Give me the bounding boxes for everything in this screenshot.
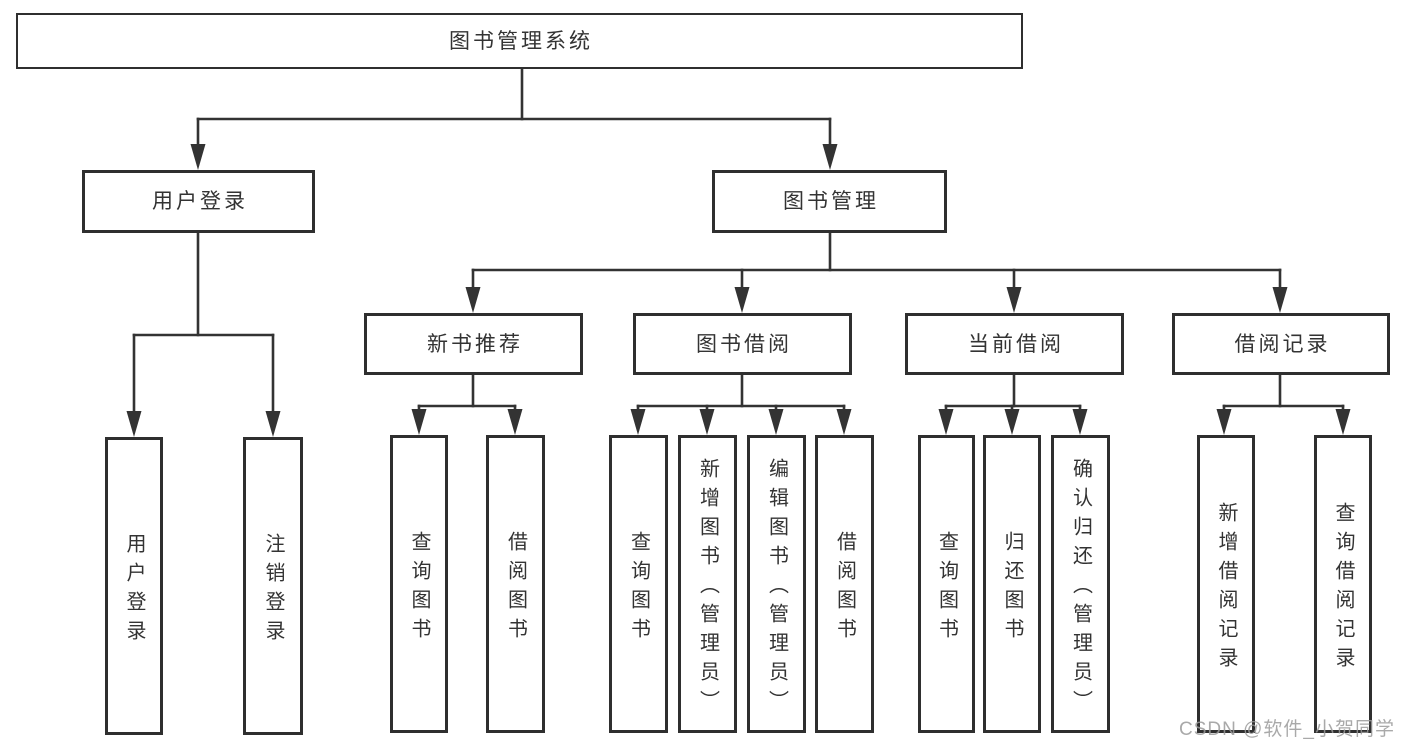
node-label: 归还图书 [1001,530,1023,647]
leaf-borrow-books-recommend: 借阅图书 [486,435,545,733]
node-label: 用户登录 [123,532,145,649]
leaf-query-borrow-record: 查询借阅记录 [1314,435,1372,733]
node-label: 图书管理 [783,190,879,213]
node-label: 查询图书 [408,530,430,647]
leaf-user-login: 用户登录 [105,437,163,735]
node-label: 图书管理系统 [449,29,593,53]
leaf-add-books-admin: 新增图书（管理员） [678,435,737,733]
leaf-edit-books-admin: 编辑图书（管理员） [747,435,806,733]
node-label: 确认归还（管理员） [1069,458,1092,719]
leaf-add-borrow-record: 新增借阅记录 [1197,435,1255,733]
leaf-query-books-borrowing: 查询图书 [609,435,668,733]
node-label: 用户登录 [152,190,248,213]
node-label: 图书借阅 [696,332,792,356]
leaf-borrow-books-borrowing: 借阅图书 [815,435,874,733]
node-label: 新增借阅记录 [1215,501,1237,676]
node-label: 借阅记录 [1234,332,1331,356]
node-label: 新书推荐 [427,332,523,356]
node-user-login: 用户登录 [82,170,315,233]
leaf-logout: 注销登录 [243,437,303,735]
leaf-return-books: 归还图书 [983,435,1041,733]
node-label: 查询图书 [627,530,650,647]
node-label: 注销登录 [262,532,284,649]
node-book-borrowing: 图书借阅 [633,313,852,375]
node-label: 借阅图书 [833,530,856,647]
node-label: 当前借阅 [968,332,1064,356]
csdn-watermark: CSDN @软件_小贺同学 [1179,719,1395,740]
node-library-management-system: 图书管理系统 [16,13,1023,69]
node-borrowing-records: 借阅记录 [1172,313,1390,375]
leaf-query-books-current: 查询图书 [918,435,975,733]
node-new-book-recommendation: 新书推荐 [364,313,583,375]
node-label: 编辑图书（管理员） [765,458,788,719]
node-label: 查询图书 [935,530,958,647]
node-label: 借阅图书 [504,530,527,647]
leaf-confirm-return-admin: 确认归还（管理员） [1051,435,1110,733]
leaf-query-books-recommend: 查询图书 [390,435,448,733]
node-label: 查询借阅记录 [1332,501,1354,676]
node-current-borrowing: 当前借阅 [905,313,1124,375]
node-label: 新增图书（管理员） [696,458,719,719]
node-book-management: 图书管理 [712,170,947,233]
